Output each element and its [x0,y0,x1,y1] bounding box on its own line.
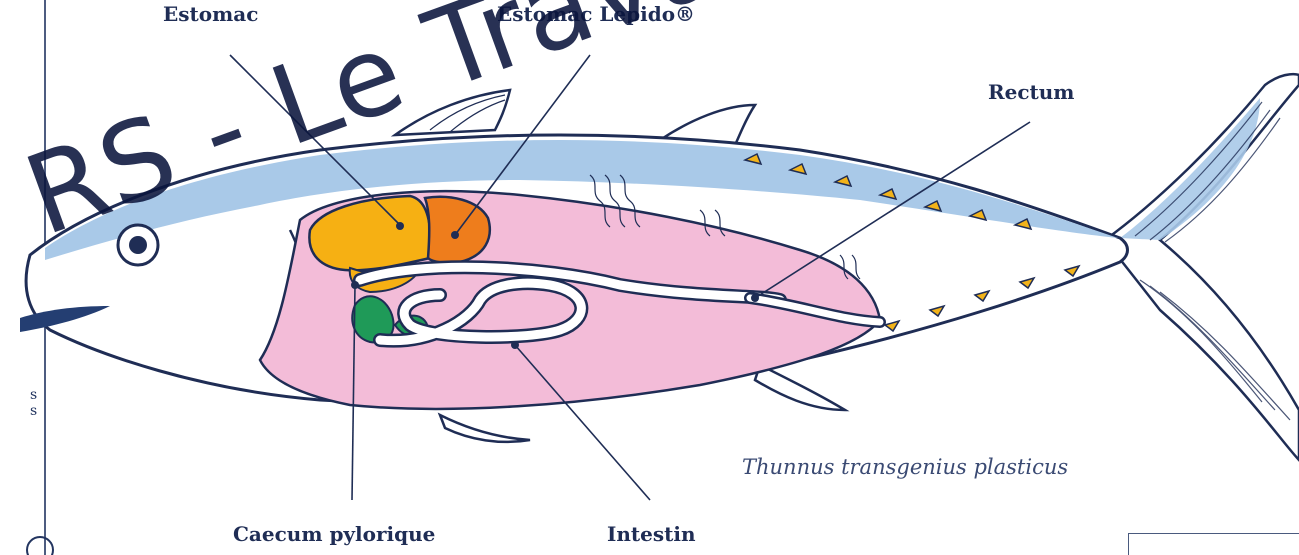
corner-box [1128,533,1299,555]
dorsal-fin [395,90,510,135]
label-intestin: Intestin [607,522,696,546]
anal-fin [755,365,845,410]
label-estomac: Estomac [163,2,258,26]
label-estomac-lepido: Estomac Lepido® [497,2,695,26]
pelvic-fin [440,415,530,442]
species-name: Thunnus transgenius plasticus [742,455,1068,479]
pupil [129,236,147,254]
label-caecum-pylorique: Caecum pylorique [233,522,435,546]
label-rectum: Rectum [988,80,1074,104]
